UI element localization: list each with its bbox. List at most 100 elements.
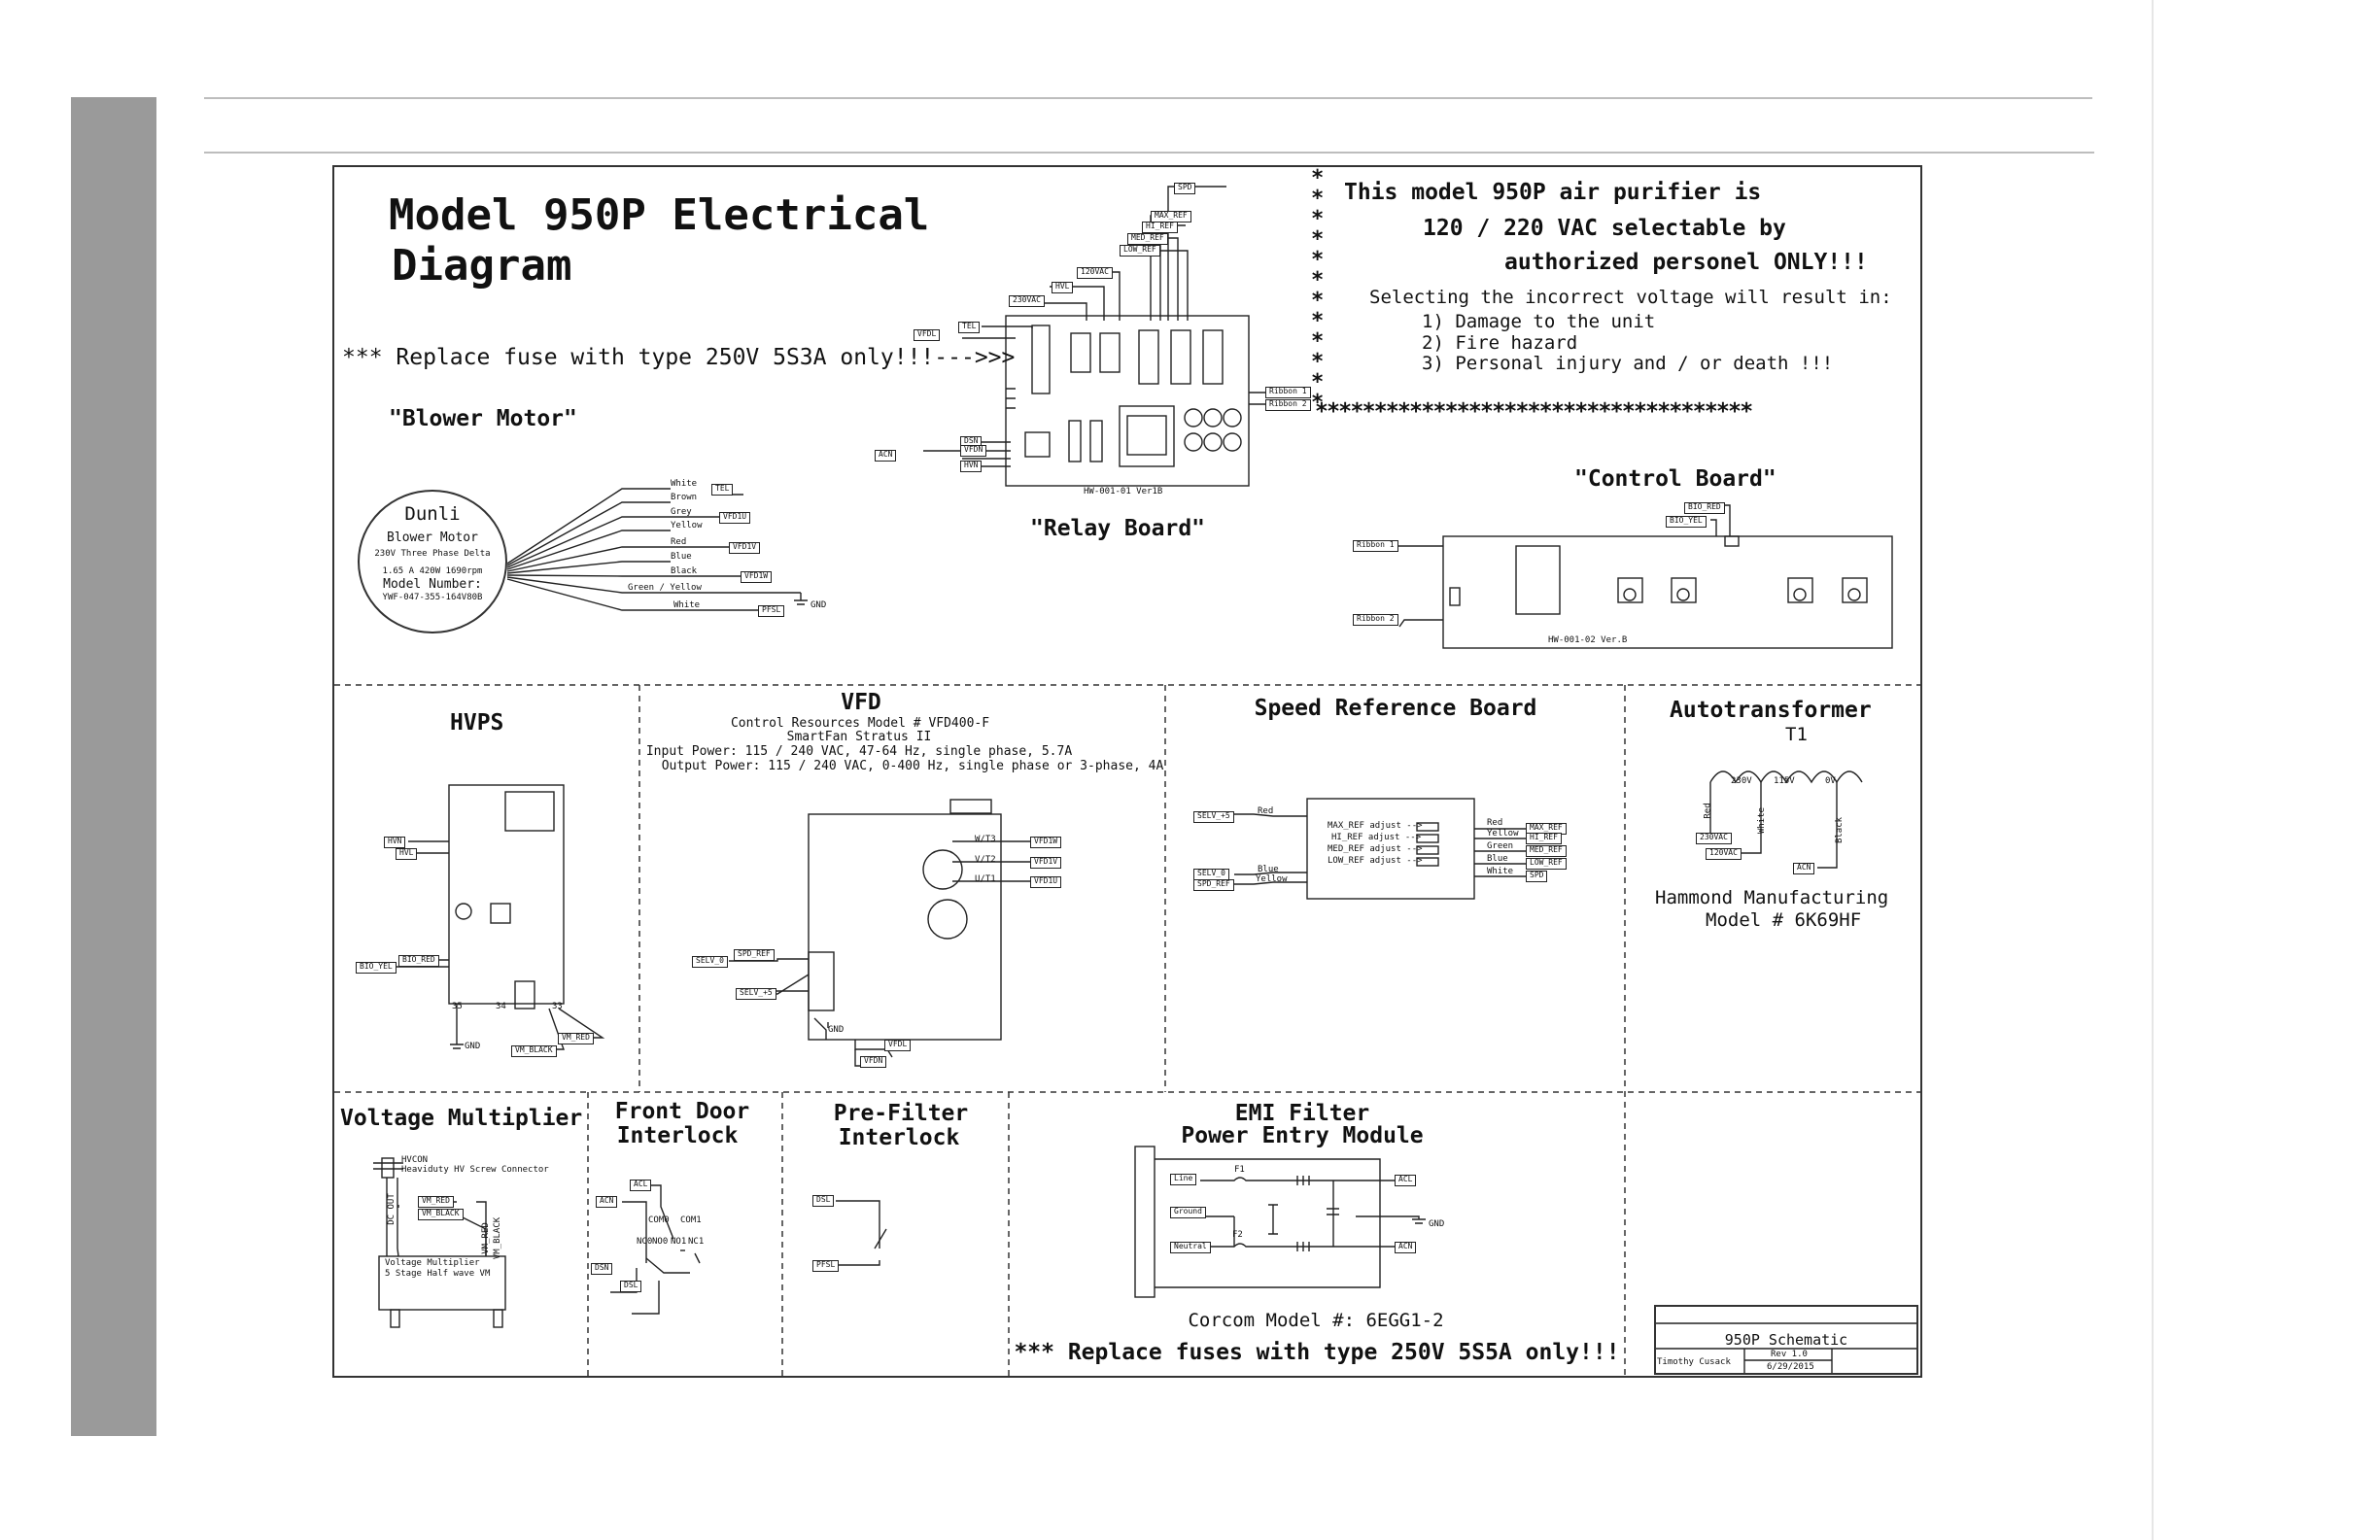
- speed-ref-title: Speed Reference Board: [1254, 696, 1537, 721]
- hvps-title: HVPS: [450, 710, 504, 736]
- blower-wire-7: Black: [671, 566, 698, 576]
- left-sidebar-bar: [71, 97, 156, 1436]
- blower-spec2: 1.65 A 420W 1690rpm: [382, 566, 483, 576]
- front-door-title2: Interlock: [616, 1123, 739, 1148]
- emi-input-line: Line: [1170, 1174, 1197, 1185]
- relay-board-id: HW-001-01 Ver1B: [1084, 487, 1163, 496]
- blower-spec1: 230V Three Phase Delta: [374, 549, 491, 559]
- control-board-id: HW-001-02 Ver.B: [1548, 635, 1628, 645]
- hvps-gnd: GND: [465, 1042, 481, 1051]
- autotransformer-ref: T1: [1785, 724, 1808, 745]
- blower-wire-1: White: [671, 479, 698, 489]
- warning-line2: 120 / 220 VAC selectable by: [1423, 216, 1786, 241]
- vm-box-line1: Voltage Multiplier: [385, 1258, 480, 1268]
- blower-brand: Dunli: [404, 503, 461, 525]
- speed-in-color-red: Red: [1258, 806, 1274, 816]
- vm-side-black: VM_BLACK: [493, 1216, 503, 1260]
- blower-wire-6: Blue: [671, 552, 692, 562]
- emi-fuse-warning: *** Replace fuses with type 250V 5S5A on…: [1014, 1340, 1620, 1365]
- blower-motor-symbol: [358, 490, 507, 633]
- relay-tag-230vac: 230VAC: [1009, 295, 1045, 307]
- vm-tag-black: VM_BLACK: [418, 1209, 464, 1220]
- header-rule-top: [204, 97, 2092, 99]
- autotransformer-maker: Hammond Manufacturing: [1655, 887, 1889, 908]
- vfd-tag-vfdn: VFDN: [860, 1056, 887, 1068]
- autotransformer-title: Autotransformer: [1670, 698, 1872, 723]
- title-block-name: 950P Schematic: [1724, 1331, 1848, 1349]
- warning-stars-bottom: *************************************: [1315, 399, 1753, 425]
- relay-tag-vfdn: VFDN: [960, 445, 987, 457]
- prefilter-title2: Interlock: [838, 1125, 960, 1150]
- emi-input-neutral: Neutral: [1170, 1242, 1211, 1253]
- hvps-tag-vm-black: VM_BLACK: [511, 1045, 557, 1057]
- tag-vfd1v: VFD1V: [729, 542, 761, 554]
- relay-tag-tel: TEL: [958, 322, 981, 333]
- emi-fuse-f1: F1: [1234, 1165, 1245, 1175]
- vfd-out-w: W/T3: [975, 835, 996, 844]
- speed-tag-low-ref: LOW_REF: [1526, 858, 1567, 870]
- speed-in-color-yellow: Yellow: [1256, 874, 1288, 884]
- blower-wire-3: Grey: [671, 507, 692, 517]
- door-tag-acl: ACL: [630, 1180, 652, 1191]
- warning-line1: This model 950P air purifier is: [1344, 180, 1762, 205]
- door-tag-dsn: DSN: [591, 1263, 613, 1275]
- blower-motor-label: "Blower Motor": [389, 406, 577, 431]
- door-tag-dsl: DSL: [620, 1281, 642, 1292]
- emi-fuse-f2: F2: [1232, 1230, 1243, 1240]
- speed-adjust-hi: HI_REF adjust -->: [1331, 833, 1422, 842]
- vfd-out-u: U/T1: [975, 874, 996, 884]
- emi-tag-acl: ACL: [1395, 1175, 1417, 1186]
- vfd-tag-selv5: SELV_+5: [736, 988, 776, 1000]
- relay-tag-acn: ACN: [875, 450, 897, 462]
- blower-wire-2: Brown: [671, 493, 698, 502]
- vfd-tag-vfdl: VFDL: [884, 1040, 912, 1051]
- blower-wire-4: Yellow: [671, 521, 703, 530]
- control-board-label: "Control Board": [1574, 466, 1776, 492]
- diagram-title-line2: Diagram: [392, 241, 572, 291]
- vfd-gnd: GND: [828, 1025, 845, 1035]
- title-block: [1654, 1305, 1918, 1375]
- emi-input-ground: Ground: [1170, 1207, 1206, 1218]
- warning-stars-left: * * * * * * * * * * * *: [1311, 166, 1325, 415]
- hvps-tag-bio-red: BIO_RED: [398, 955, 439, 967]
- blower-name: Blower Motor: [387, 530, 478, 545]
- speed-in-color-blue: Blue: [1258, 865, 1279, 874]
- vfd-line2: SmartFan Stratus II: [786, 730, 932, 744]
- prefilter-title1: Pre-Filter: [833, 1101, 969, 1126]
- emi-model: Corcom Model #: 6EGG1-2: [1188, 1310, 1444, 1331]
- vm-side-dcout: DC OUT: [386, 1193, 397, 1225]
- door-label-no1: NO1: [671, 1237, 687, 1247]
- relay-tag-low-ref: LOW_REF: [1120, 245, 1160, 257]
- speed-out-color-red: Red: [1487, 818, 1503, 828]
- title-block-rev: Rev 1.0: [1771, 1350, 1808, 1359]
- vm-side-red: VM_RED: [480, 1222, 491, 1254]
- speed-out-color-blue: Blue: [1487, 854, 1508, 864]
- hvps-tag-bio-yel: BIO_YEL: [356, 962, 397, 974]
- autotransformer-model: Model # 6K69HF: [1706, 909, 1862, 931]
- vfd-line3: Input Power: 115 / 240 VAC, 47-64 Hz, si…: [645, 744, 1073, 759]
- voltage-multiplier-title: Voltage Multiplier: [340, 1106, 583, 1131]
- speed-out-color-green: Green: [1487, 841, 1514, 851]
- speed-out-color-yellow: Yellow: [1487, 829, 1519, 838]
- auto-tag-230vac: 230VAC: [1696, 833, 1732, 844]
- relay-board-label: "Relay Board": [1030, 516, 1206, 541]
- emi-tag-acn: ACN: [1395, 1242, 1417, 1253]
- prefilter-tag-dsl: DSL: [812, 1195, 835, 1207]
- vfd-tag-spd-ref: SPD_REF: [734, 949, 775, 961]
- auto-tag-120vac: 120VAC: [1706, 848, 1742, 860]
- hvps-tag-vm-red: VM_RED: [558, 1033, 594, 1044]
- vm-connector: HVCON: [401, 1155, 429, 1165]
- title-block-date: 6/29/2015: [1767, 1362, 1814, 1372]
- tag-vfd1w: VFD1W: [741, 571, 773, 583]
- blower-model-number: YWF-047-355-164V80B: [382, 593, 483, 602]
- tag-vfd1u: VFD1U: [719, 512, 751, 524]
- header-rule-bottom: [204, 152, 2094, 154]
- speed-adjust-med: MED_REF adjust -->: [1328, 844, 1423, 854]
- door-label-nc1: NC1: [688, 1237, 705, 1247]
- blower-gnd: GND: [811, 600, 827, 610]
- warning-item-2: 2) Fire hazard: [1422, 332, 1578, 354]
- vfd-tag-vfd1w: VFD1W: [1030, 837, 1062, 848]
- relay-tag-hi-ref: HI_REF: [1142, 222, 1178, 233]
- auto-tag-acn: ACN: [1793, 863, 1815, 874]
- door-label-no0: NO0: [652, 1237, 669, 1247]
